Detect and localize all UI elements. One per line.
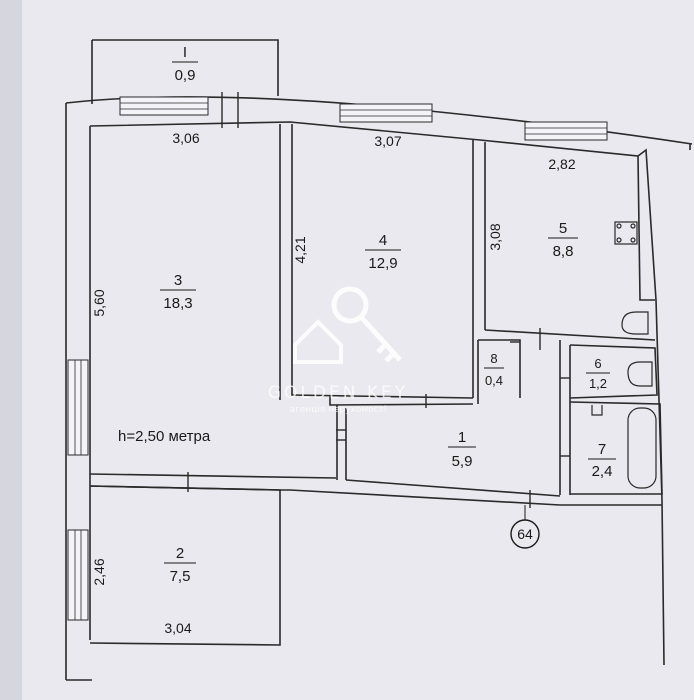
room-I-area: 0,9 [175,67,196,84]
room-8-number: 8 [490,351,497,366]
room-7-area: 2,4 [592,463,613,480]
room-2-area: 7,5 [170,568,191,585]
dim-room2-width: 3,04 [164,620,191,636]
wall-room4-room5 [472,140,486,398]
stove-icon [614,221,638,245]
windows [67,96,608,621]
watermark: GOLDEN KEY агенція нерухомості [268,286,408,415]
room-1-number: 1 [458,429,466,446]
wall-room2 [89,485,281,646]
door-marks [187,92,570,508]
window-room2 [67,529,89,621]
wall-room8 [477,339,521,404]
window-room4 [339,103,433,123]
dim-room5-depth: 3,08 [487,223,503,250]
bathtub-icon [627,407,657,489]
room-7-number: 7 [598,441,606,458]
building-number: 64 [517,526,533,542]
watermark-tagline: агенція нерухомості [290,405,387,415]
room-5-number: 5 [559,220,567,237]
room-3-number: 3 [174,272,182,289]
room-5-area: 8,8 [553,243,574,260]
window-room3-side [67,359,89,456]
wall-corridor-bottom [89,473,561,497]
dim-room3-length: 5,60 [91,289,107,316]
dimension-labels: 3,06 3,07 2,82 5,60 4,21 3,08 2,46 3,04 [91,130,576,636]
wall-room3-room4 [279,124,293,400]
ceiling-height: h=2,50 метра [118,428,211,445]
room-2-number: 2 [176,545,184,562]
room-6-area: 1,2 [589,376,607,391]
window-room3 [119,96,209,116]
balcony-outline [91,39,279,104]
wall-room5-right [637,155,655,301]
dim-room2-length: 2,46 [91,558,107,585]
room-8-area: 0,4 [485,373,503,388]
window-room5 [524,121,608,141]
wall-room1-right [559,340,571,495]
dim-room5-width: 2,82 [548,156,575,172]
wall-room1-left [336,405,347,480]
outer-right-wall [637,148,665,666]
dim-room3-width: 3,06 [172,130,199,146]
room-6-number: 6 [594,356,601,371]
wall-room5-bottom [484,329,656,341]
watermark-brand: GOLDEN KEY [268,383,408,403]
dim-room4-width: 3,07 [374,133,401,149]
room-4-number: 4 [379,232,387,249]
sink-icon [621,311,649,335]
room-1-area: 5,9 [452,453,473,470]
room-I-number: I [183,44,187,61]
wall-room6 [569,344,658,399]
fixtures [591,221,657,489]
room-labels: I 0,9 3 18,3 4 12,9 5 8,8 8 0,4 1 5,9 6 … [160,44,616,585]
window-lines [74,102,607,620]
toilet-icon [627,361,653,387]
wall-room7 [569,401,663,495]
room-3-area: 18,3 [163,295,192,312]
inner-top-wall [89,121,639,157]
paper-shadow [0,0,22,700]
room-4-area: 12,9 [368,255,397,272]
house-key-logo [293,319,343,364]
dim-room4-depth: 4,21 [292,236,308,263]
sink-bath-icon [591,405,603,416]
